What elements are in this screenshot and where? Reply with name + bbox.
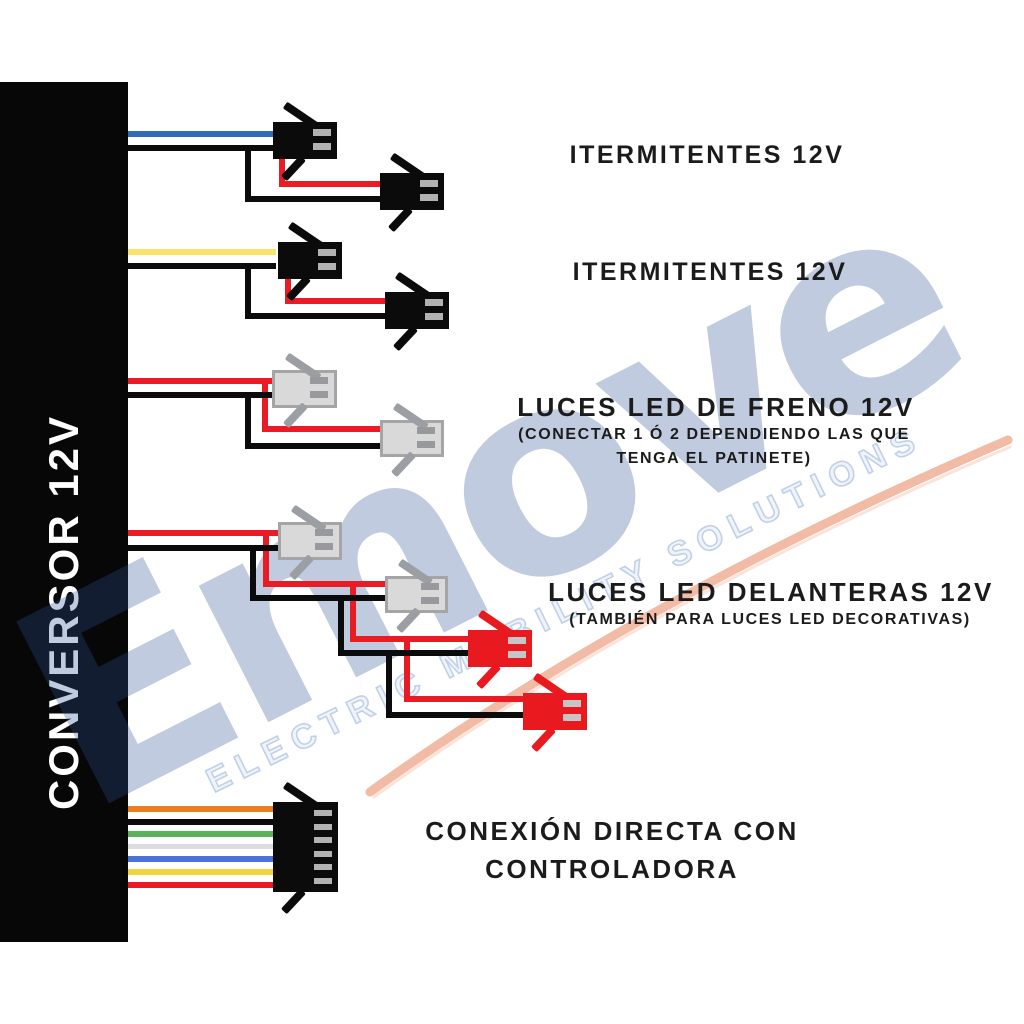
wire-segment-blue xyxy=(128,131,276,137)
wire-segment-black xyxy=(245,443,384,449)
connector-6pin-black xyxy=(273,781,338,915)
connector-pin xyxy=(314,864,332,870)
connector-pin xyxy=(310,391,328,398)
connector-pin xyxy=(420,180,438,187)
connector-pin xyxy=(315,543,333,550)
connector-pin xyxy=(425,299,443,306)
connector-pin xyxy=(318,249,336,256)
connector-pin xyxy=(313,143,331,150)
label-intermitentes-2: ITERMITENTES 12V xyxy=(572,258,848,286)
label-controladora-1: CONEXIÓN DIRECTA CON xyxy=(425,816,799,846)
connector-pin xyxy=(313,129,331,136)
wire-segment-red xyxy=(128,530,282,536)
label-freno: LUCES LED DE FRENO 12V xyxy=(517,392,915,422)
connector-2pin-black xyxy=(273,101,337,182)
wire-segment-red xyxy=(285,272,291,304)
wire-segment-yellow xyxy=(128,249,276,255)
connector-pin xyxy=(315,529,333,536)
connector-pin xyxy=(314,810,332,816)
wire-segment-white_wire xyxy=(128,844,275,849)
wire-segment-black xyxy=(245,145,251,201)
wire-segment-red xyxy=(128,882,275,888)
connector-pin xyxy=(314,837,332,843)
wire-segment-black xyxy=(245,392,251,449)
connector-pin xyxy=(318,263,336,270)
wire-segment-black xyxy=(128,145,276,151)
connector-pin xyxy=(425,313,443,320)
wire-segment-black xyxy=(128,545,282,551)
connector-pin xyxy=(314,851,332,857)
wire-segment-red xyxy=(285,298,389,304)
connector-pin xyxy=(310,377,328,384)
wire-segment-black xyxy=(128,392,276,398)
wire-segment-black xyxy=(250,595,389,601)
wire-segment-red xyxy=(262,378,268,432)
wire-segment-black xyxy=(128,263,276,269)
label-delanteras: LUCES LED DELANTERAS 12V xyxy=(548,577,994,607)
wire-segment-black xyxy=(245,313,389,319)
wire-segment-red xyxy=(263,581,389,587)
connector-2pin-gray xyxy=(272,352,337,429)
wire-segment-green xyxy=(128,831,275,837)
connector-2pin-gray xyxy=(278,504,342,581)
wire-segment-black xyxy=(128,819,275,825)
wire-segment-royal xyxy=(128,856,275,862)
label-freno-sub2: TENGA EL PATINETE) xyxy=(616,450,812,467)
label-intermitentes-1: ITERMITENTES 12V xyxy=(569,141,845,169)
wire-segment-gold xyxy=(128,869,275,875)
wire-segment-red xyxy=(279,181,385,187)
connector-2pin-black xyxy=(385,271,449,352)
connector-2pin-black xyxy=(380,152,444,233)
wire-segment-black xyxy=(250,545,256,601)
connector-pin xyxy=(314,824,332,830)
wire-segment-red xyxy=(128,378,276,384)
wire-segment-black xyxy=(245,263,251,319)
wire-segment-black xyxy=(338,595,344,656)
connector-2pin-black xyxy=(278,221,342,302)
label-controladora-2: CONTROLADORA xyxy=(485,854,739,884)
connector-pin xyxy=(420,194,438,201)
wire-segment-red xyxy=(262,426,384,432)
connector-pin xyxy=(417,427,435,434)
converter-box: CONVERSOR 12V xyxy=(0,82,128,942)
label-freno-sub1: (CONECTAR 1 Ó 2 DEPENDIENDO LAS QUE xyxy=(518,426,910,443)
wire-segment-red xyxy=(263,530,269,587)
wire-segment-red xyxy=(350,581,356,642)
connector-pin xyxy=(314,878,332,884)
label-delanteras-sub1: (TAMBIÉN PARA LUCES LED DECORATIVAS) xyxy=(569,611,971,628)
wire-segment-orange xyxy=(128,806,275,812)
wire-segment-red xyxy=(279,152,285,186)
wire-segment-black xyxy=(245,196,385,202)
